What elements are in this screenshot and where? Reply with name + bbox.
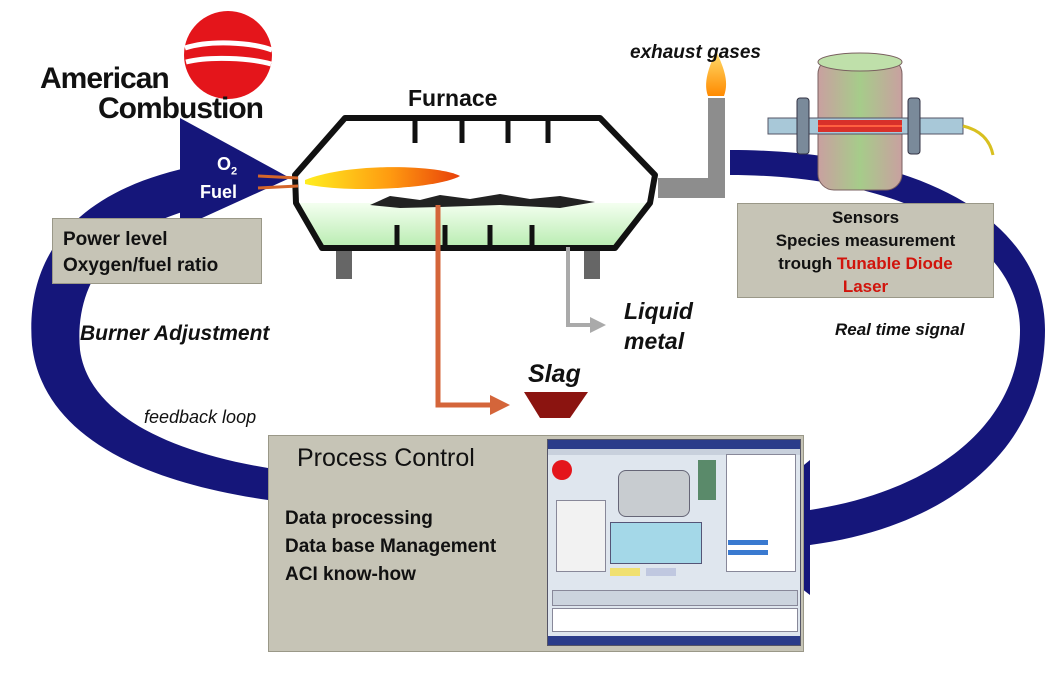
slag-arrowhead	[490, 395, 510, 415]
burner-parameters-box: Power level Oxygen/fuel ratio	[52, 218, 262, 284]
species-measurement-text: Species measurement	[775, 231, 956, 250]
laser-text: Laser	[842, 277, 889, 296]
screenshot-logo	[552, 460, 572, 480]
exhaust-flame	[706, 50, 727, 96]
sensors-title: Sensors	[831, 208, 900, 227]
control-software-screenshot	[547, 439, 801, 646]
signal-cable	[962, 124, 995, 156]
burner-adjustment-label: Burner Adjustment	[80, 322, 270, 345]
burner-flame	[305, 167, 460, 190]
furnace-shell	[292, 115, 658, 251]
feedback-loop-label: feedback loop	[144, 407, 257, 427]
slag-label: Slag	[528, 360, 581, 388]
process-control-box: Process Control Data processing Data bas…	[268, 435, 804, 652]
feedback-loop-arrow	[31, 118, 290, 500]
aci-know-how-text: ACI know-how	[285, 564, 416, 585]
screenshot-toolbar	[552, 590, 798, 606]
company-logo-mark	[184, 11, 273, 99]
metal-arrow	[566, 247, 592, 327]
fuel-label: Fuel	[200, 182, 238, 202]
exhaust-duct	[658, 50, 727, 198]
screenshot-taskbar	[548, 636, 800, 645]
scrap-charge	[370, 194, 595, 208]
oxygen-label: O2	[217, 154, 238, 178]
liquid-metal-pool	[300, 203, 650, 248]
furnace-leg	[584, 247, 600, 279]
screenshot-duct	[698, 460, 716, 500]
furnace-leg	[336, 247, 352, 279]
screenshot-panel	[610, 522, 702, 564]
data-processing-text: Data processing	[285, 508, 433, 529]
furnace-electrodes	[394, 121, 551, 245]
tdl-line: trough Tunable Diode	[778, 254, 953, 273]
exhaust-label: exhaust gases	[630, 42, 761, 63]
laser-sensor	[767, 52, 995, 191]
process-control-title: Process Control	[297, 444, 475, 472]
logo-text-line2: Combustion	[98, 92, 264, 125]
screenshot-titlebar	[548, 440, 800, 449]
slag-arrow	[435, 205, 492, 408]
fuel-line	[257, 184, 299, 190]
real-time-signal-label: Real time signal	[835, 320, 965, 339]
slag-pile	[524, 392, 588, 418]
screenshot-furnace	[618, 470, 690, 517]
screenshot-burners	[556, 500, 606, 572]
liquid-metal-label: Liquid metal	[624, 298, 693, 354]
furnace-label: Furnace	[408, 85, 498, 111]
screenshot-log	[552, 608, 798, 632]
database-management-text: Data base Management	[285, 536, 497, 557]
furnace	[257, 115, 658, 279]
sensors-box: Sensors Species measurement trough Tunab…	[737, 203, 994, 298]
logo-text-line1: American	[40, 62, 170, 95]
oxygen-fuel-ratio-text: Oxygen/fuel ratio	[63, 255, 219, 276]
metal-arrowhead	[590, 317, 606, 333]
power-level-text: Power level	[63, 229, 168, 250]
oxygen-line	[257, 174, 299, 180]
loop-arrowhead-left	[180, 118, 290, 228]
